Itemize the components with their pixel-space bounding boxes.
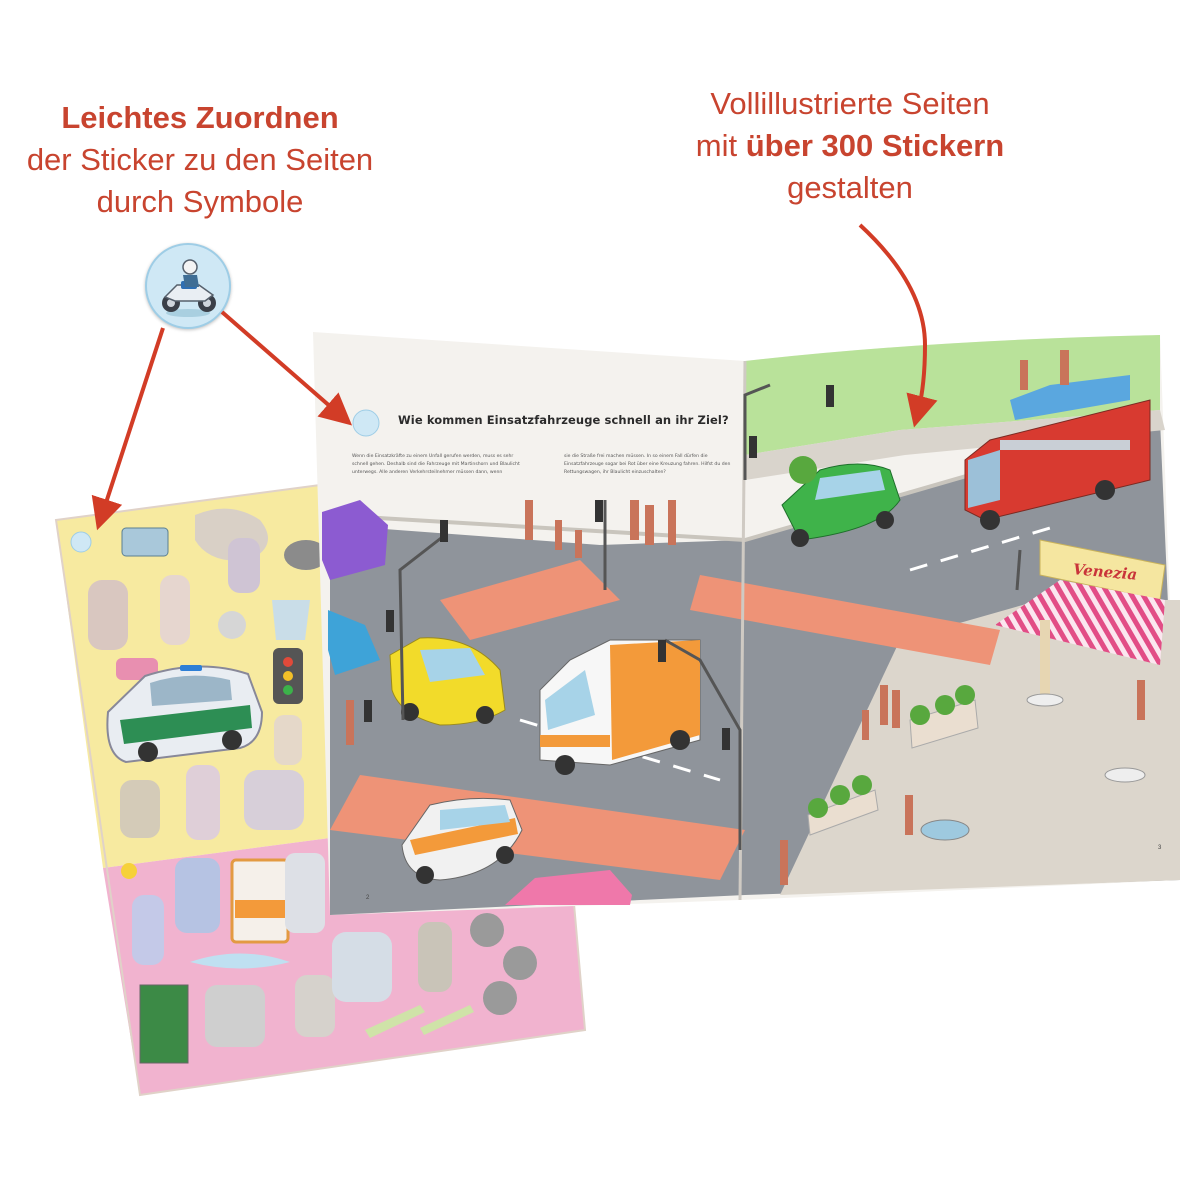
book-page-title: Wie kommen Einsatzfahrzeuge schnell an i…: [398, 413, 729, 427]
page-number-right: 3: [1158, 845, 1162, 851]
caption-left-line3: durch Symbole: [96, 184, 304, 219]
caption-sticker-matching: Leichtes Zuordnen der Sticker zu den Sei…: [0, 97, 420, 223]
caption-right-line1: Vollillustrierte Seiten: [710, 86, 990, 121]
book-body-right: sie die Straße frei machen müssen. In so…: [564, 454, 731, 475]
page-number-left: 2: [366, 895, 370, 901]
caption-right-line3: gestalten: [787, 170, 913, 205]
arrows: [91, 223, 938, 531]
caption-left-line2: der Sticker zu den Seiten: [26, 142, 374, 177]
caption-right-prefix: mit: [695, 128, 738, 163]
caption-left-bold: Leichtes Zuordnen: [61, 100, 339, 135]
caption-illustrated-pages: Vollillustrierte Seiten mit über 300 Sti…: [640, 83, 1060, 209]
police-motorcycle-icon: [145, 243, 231, 329]
book-spread: [313, 332, 1180, 915]
book-body-left: Wenn die Einsatzkräfte zu einem Unfall g…: [352, 454, 520, 475]
caption-right-bold: über 300 Stickern: [745, 128, 1005, 163]
